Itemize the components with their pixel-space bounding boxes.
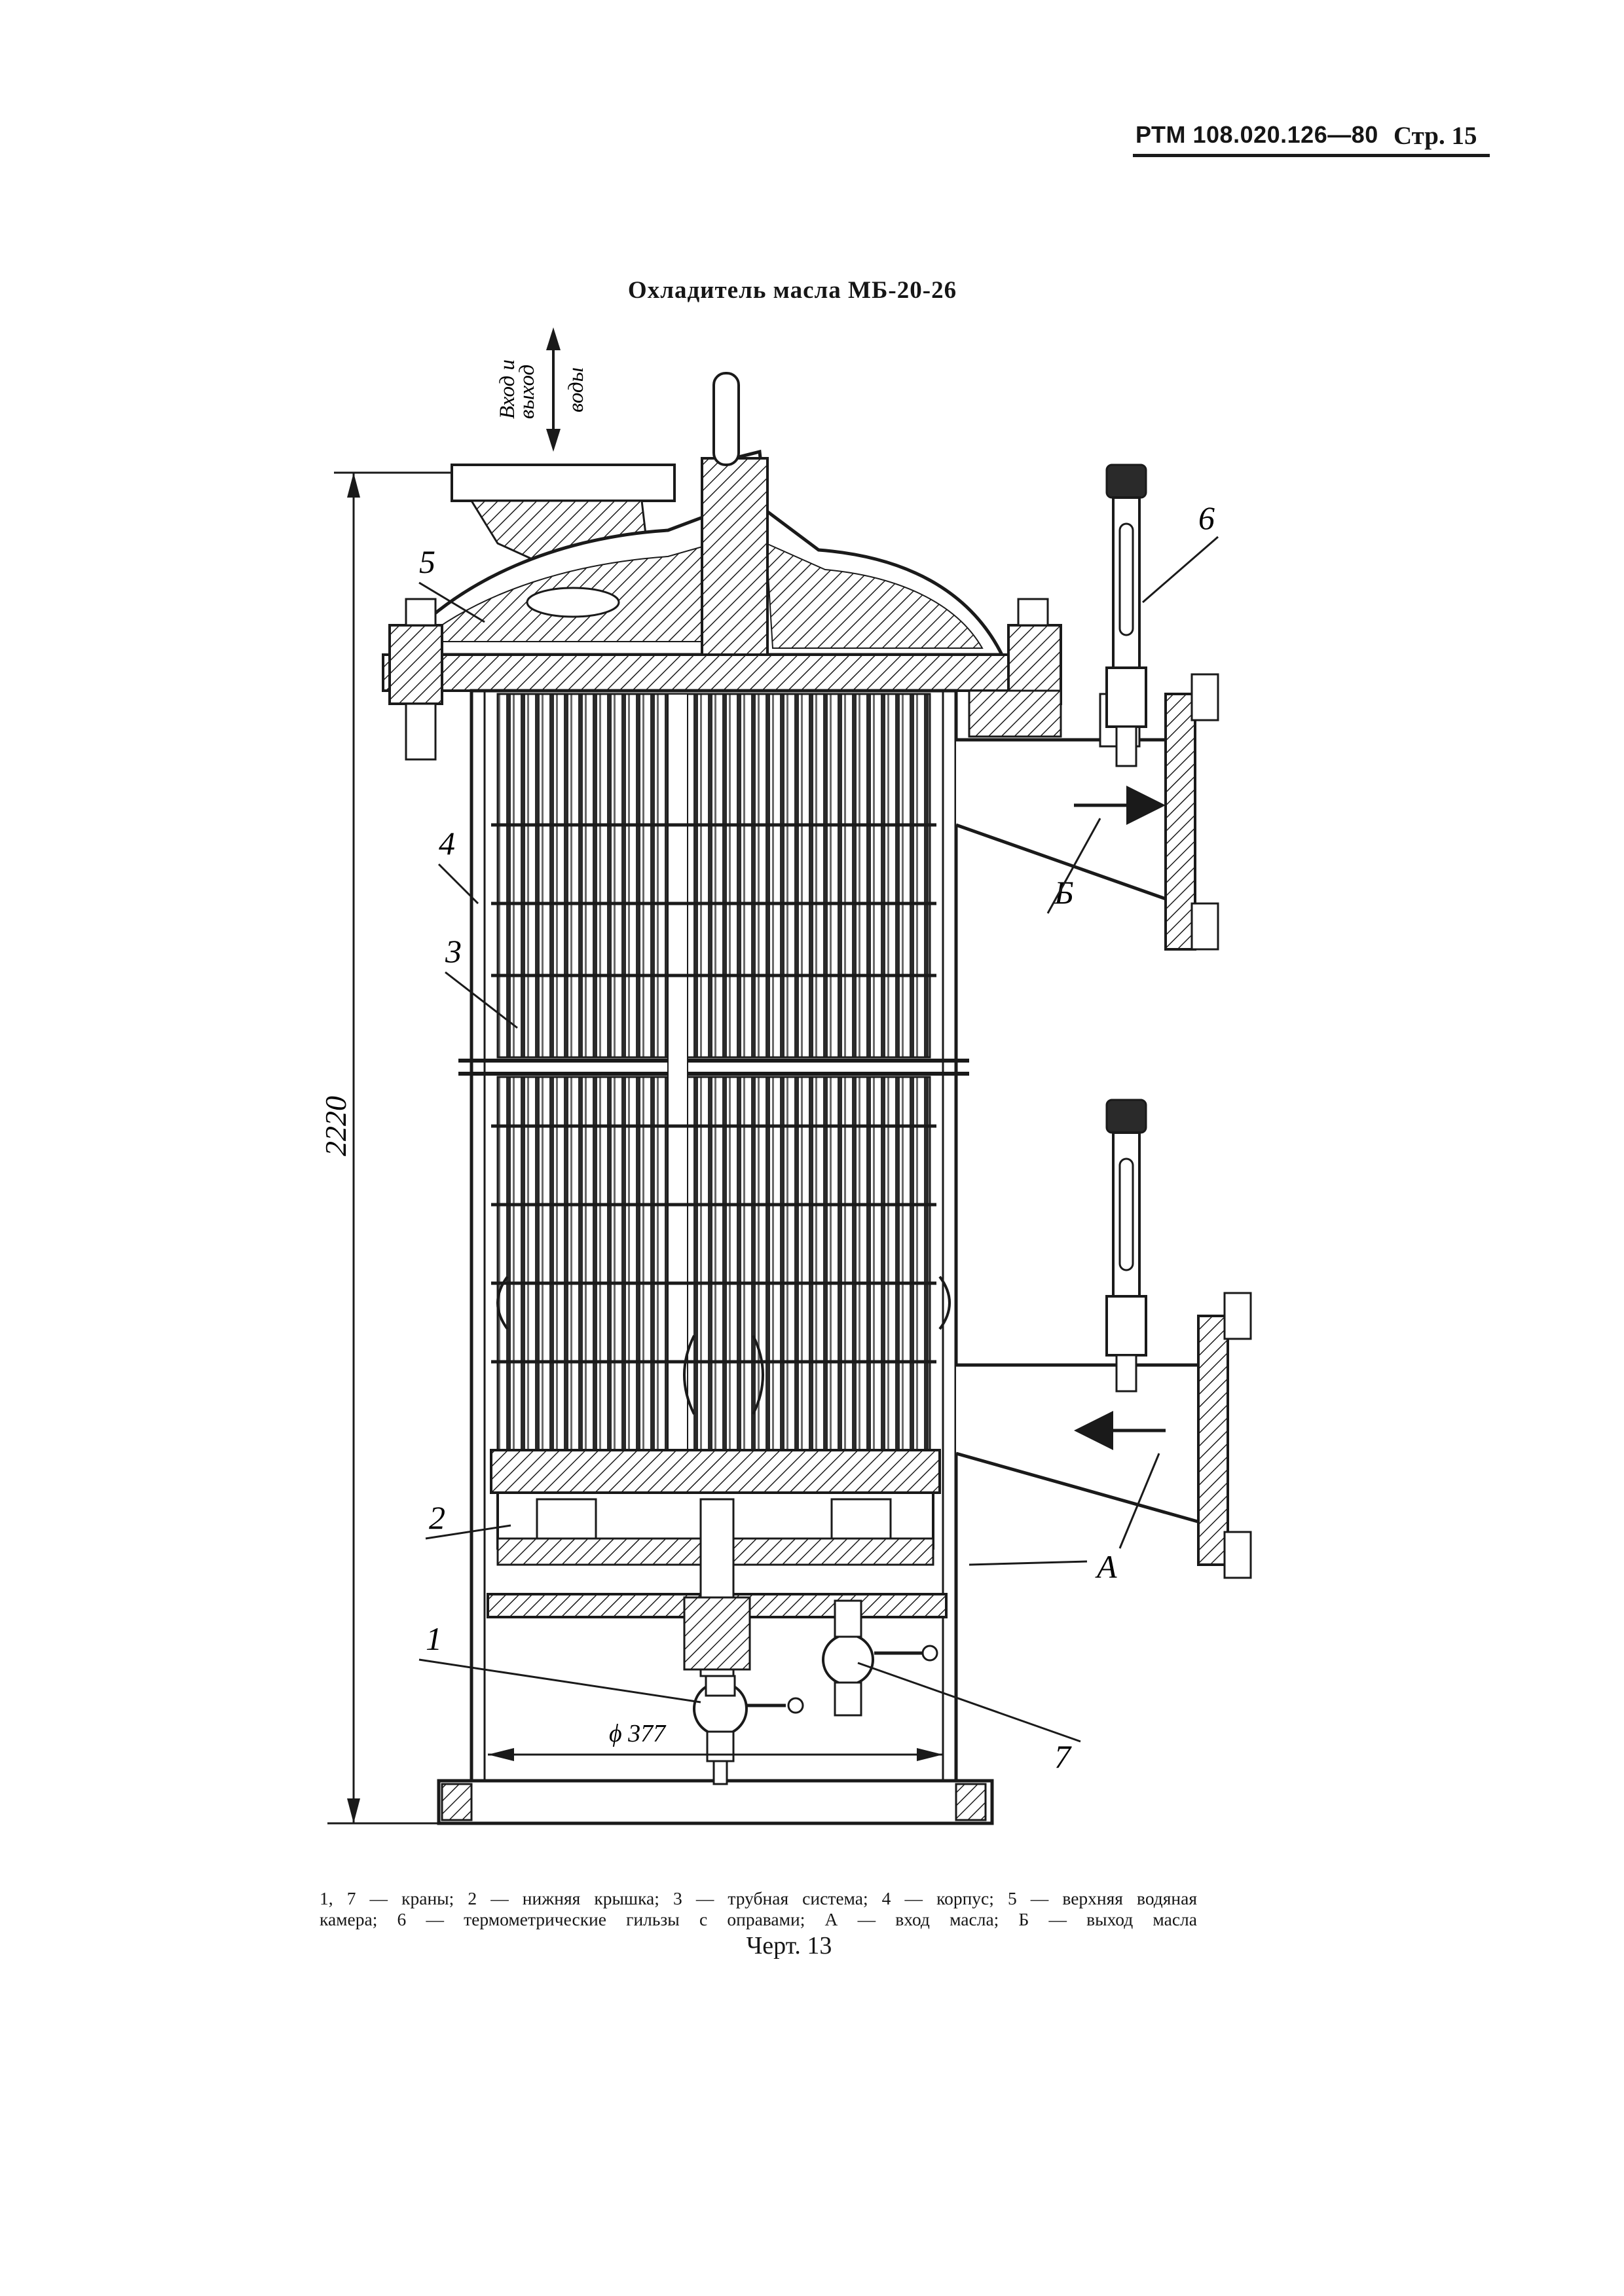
callout-4: 4 bbox=[437, 825, 479, 905]
callout-5-label: 5 bbox=[419, 543, 435, 580]
page-number: Стр. 15 bbox=[1393, 122, 1477, 150]
diameter-dimension: ϕ 377 bbox=[488, 1720, 943, 1761]
figure-legend: 1, 7 — краны; 2 — нижняя крышка; 3 — тру… bbox=[320, 1888, 1197, 1930]
callout-3-label: 3 bbox=[445, 933, 462, 970]
diameter-dimension-label: ϕ 377 bbox=[609, 1720, 667, 1747]
shell-body bbox=[437, 689, 994, 1825]
callout-1-label: 1 bbox=[426, 1620, 442, 1657]
callout-2: 2 bbox=[425, 1499, 511, 1540]
callout-a-label: А bbox=[1095, 1548, 1117, 1585]
legend-line-2: камера; 6 — термометрические гильзы с оп… bbox=[320, 1909, 1197, 1929]
callout-a: А bbox=[969, 1453, 1160, 1585]
height-dimension-label: 2220 bbox=[319, 1096, 352, 1156]
drain-valve bbox=[693, 1675, 804, 1785]
callout-3: 3 bbox=[445, 933, 518, 1029]
callout-7-label: 7 bbox=[1054, 1738, 1072, 1775]
height-dimension: 2220 bbox=[319, 471, 458, 1825]
legend-line-1: 1, 7 — краны; 2 — нижняя крышка; 3 — тру… bbox=[320, 1888, 1197, 1908]
callout-1: 1 bbox=[418, 1620, 701, 1704]
header-rule bbox=[1133, 154, 1490, 157]
top-flange bbox=[382, 598, 1062, 761]
callout-b: Б bbox=[1046, 818, 1101, 914]
figure-caption: Черт. 13 bbox=[746, 1932, 832, 1959]
thermometer-well-lower bbox=[1105, 1099, 1147, 1393]
water-flow-label-line-2: выход bbox=[515, 365, 539, 419]
vent-valve bbox=[822, 1599, 938, 1717]
document-code: РТМ 108.020.126—80 bbox=[1135, 121, 1378, 148]
page-header: РТМ 108.020.126—80 Стр. 15 bbox=[1126, 115, 1493, 160]
callout-5: 5 bbox=[418, 543, 485, 623]
water-flow-label-line-3: воды bbox=[564, 367, 588, 412]
callout-4-label: 4 bbox=[439, 825, 455, 862]
callout-b-label: Б bbox=[1054, 874, 1074, 911]
callout-2-label: 2 bbox=[429, 1499, 445, 1536]
callout-6-label: 6 bbox=[1198, 500, 1215, 536]
water-flow-label-line-1: Вход и bbox=[496, 359, 519, 419]
oil-inlet-nozzle bbox=[955, 1292, 1252, 1579]
water-flow-label: Вход и выход воды bbox=[496, 327, 588, 452]
figure-title: Охладитель масла МБ-20-26 bbox=[627, 277, 957, 304]
upper-water-chamber bbox=[389, 372, 1005, 657]
callout-7: 7 bbox=[857, 1662, 1081, 1775]
callout-6: 6 bbox=[1142, 500, 1219, 604]
thermometer-well-upper bbox=[1105, 464, 1147, 767]
